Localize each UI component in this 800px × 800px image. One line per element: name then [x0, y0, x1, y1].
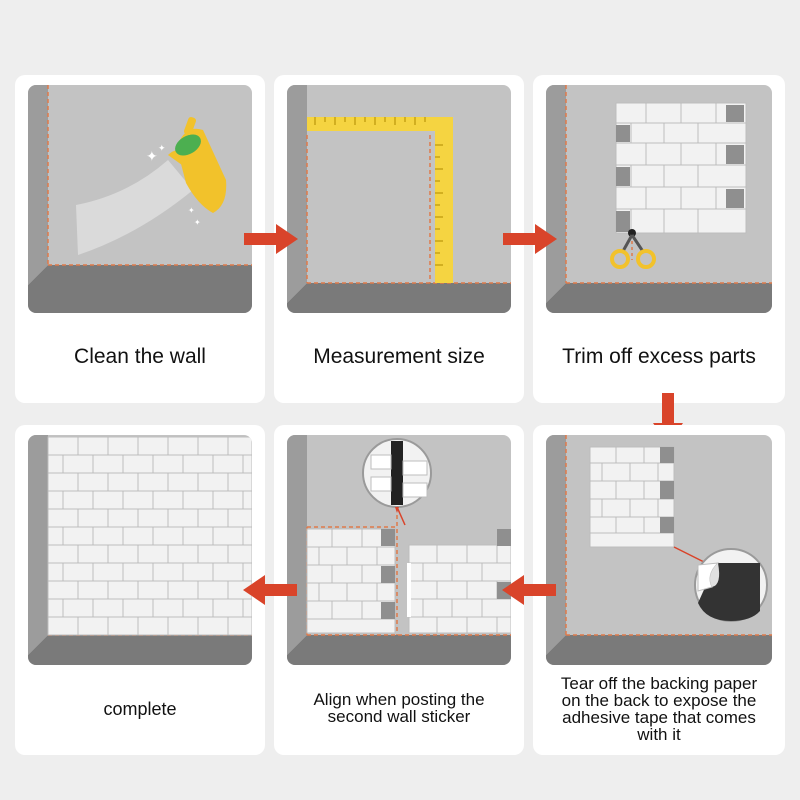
- peel-corner-icon: [694, 548, 768, 622]
- svg-text:✦: ✦: [146, 149, 158, 165]
- clean-wall-illustration: ✦ ✦ ✦ ✦: [28, 85, 252, 313]
- ruler-icon: [307, 117, 453, 283]
- arrow-left-2: [243, 575, 297, 605]
- step-label-tear: Tear off the backing paper on the back t…: [560, 674, 758, 744]
- arrow-right-2: [503, 224, 557, 254]
- step-label-trim: Trim off excess parts: [562, 345, 756, 368]
- arrow-left-1: [502, 575, 556, 605]
- trim-tiles: [615, 102, 747, 234]
- measure-illustration: [287, 85, 511, 313]
- step-card-clean: ✦ ✦ ✦ ✦ Clean the wall: [15, 75, 265, 403]
- complete-tiles: [47, 436, 252, 636]
- arrow-right-1: [244, 224, 298, 254]
- scissors-icon: [610, 229, 656, 269]
- step-card-complete: complete: [15, 425, 265, 755]
- step-card-tear: Tear off the backing paper on the back t…: [533, 425, 785, 755]
- step-label-complete: complete: [103, 699, 177, 719]
- align-tiles-left: [306, 528, 396, 634]
- tear-illustration: [546, 435, 772, 665]
- svg-text:✦: ✦: [158, 144, 166, 154]
- trim-illustration: [546, 85, 772, 313]
- align-tiles-right: [408, 544, 511, 634]
- complete-illustration: [28, 435, 252, 665]
- magnifier-icon: [362, 438, 432, 526]
- svg-text:✦: ✦: [188, 206, 195, 215]
- svg-text:✦: ✦: [194, 218, 201, 227]
- step-label-clean: Clean the wall: [74, 345, 206, 368]
- step-card-align: Align when posting the second wall stick…: [274, 425, 524, 755]
- step-card-measure: Measurement size: [274, 75, 524, 403]
- step-card-trim: Trim off excess parts: [533, 75, 785, 403]
- step-label-measure: Measurement size: [313, 345, 485, 368]
- step-label-align: Align when posting the second wall stick…: [313, 690, 485, 726]
- align-illustration: [287, 435, 511, 665]
- cleaning-glove-icon: [168, 117, 227, 213]
